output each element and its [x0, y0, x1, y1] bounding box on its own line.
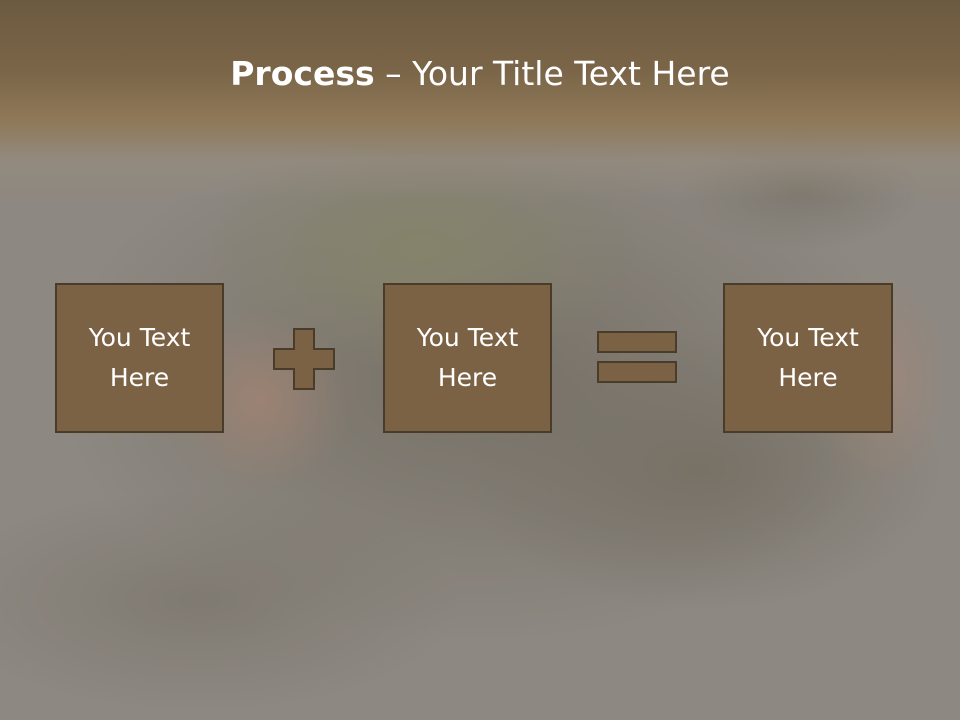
title-rest: – Your Title Text Here — [374, 54, 730, 93]
process-box-1: You Text Here — [55, 283, 224, 433]
process-box-2: You Text Here — [383, 283, 552, 433]
process-box-1-text: You Text Here — [88, 323, 191, 392]
slide-title: Process – Your Title Text Here — [0, 52, 960, 96]
title-band — [0, 0, 960, 200]
plus-icon — [273, 328, 335, 390]
title-bold: Process — [230, 54, 375, 93]
process-box-2-text: You Text Here — [416, 323, 519, 392]
equals-icon — [597, 331, 677, 383]
process-box-3-text: You Text Here — [757, 323, 859, 392]
process-box-3: You Text Here — [723, 283, 893, 433]
